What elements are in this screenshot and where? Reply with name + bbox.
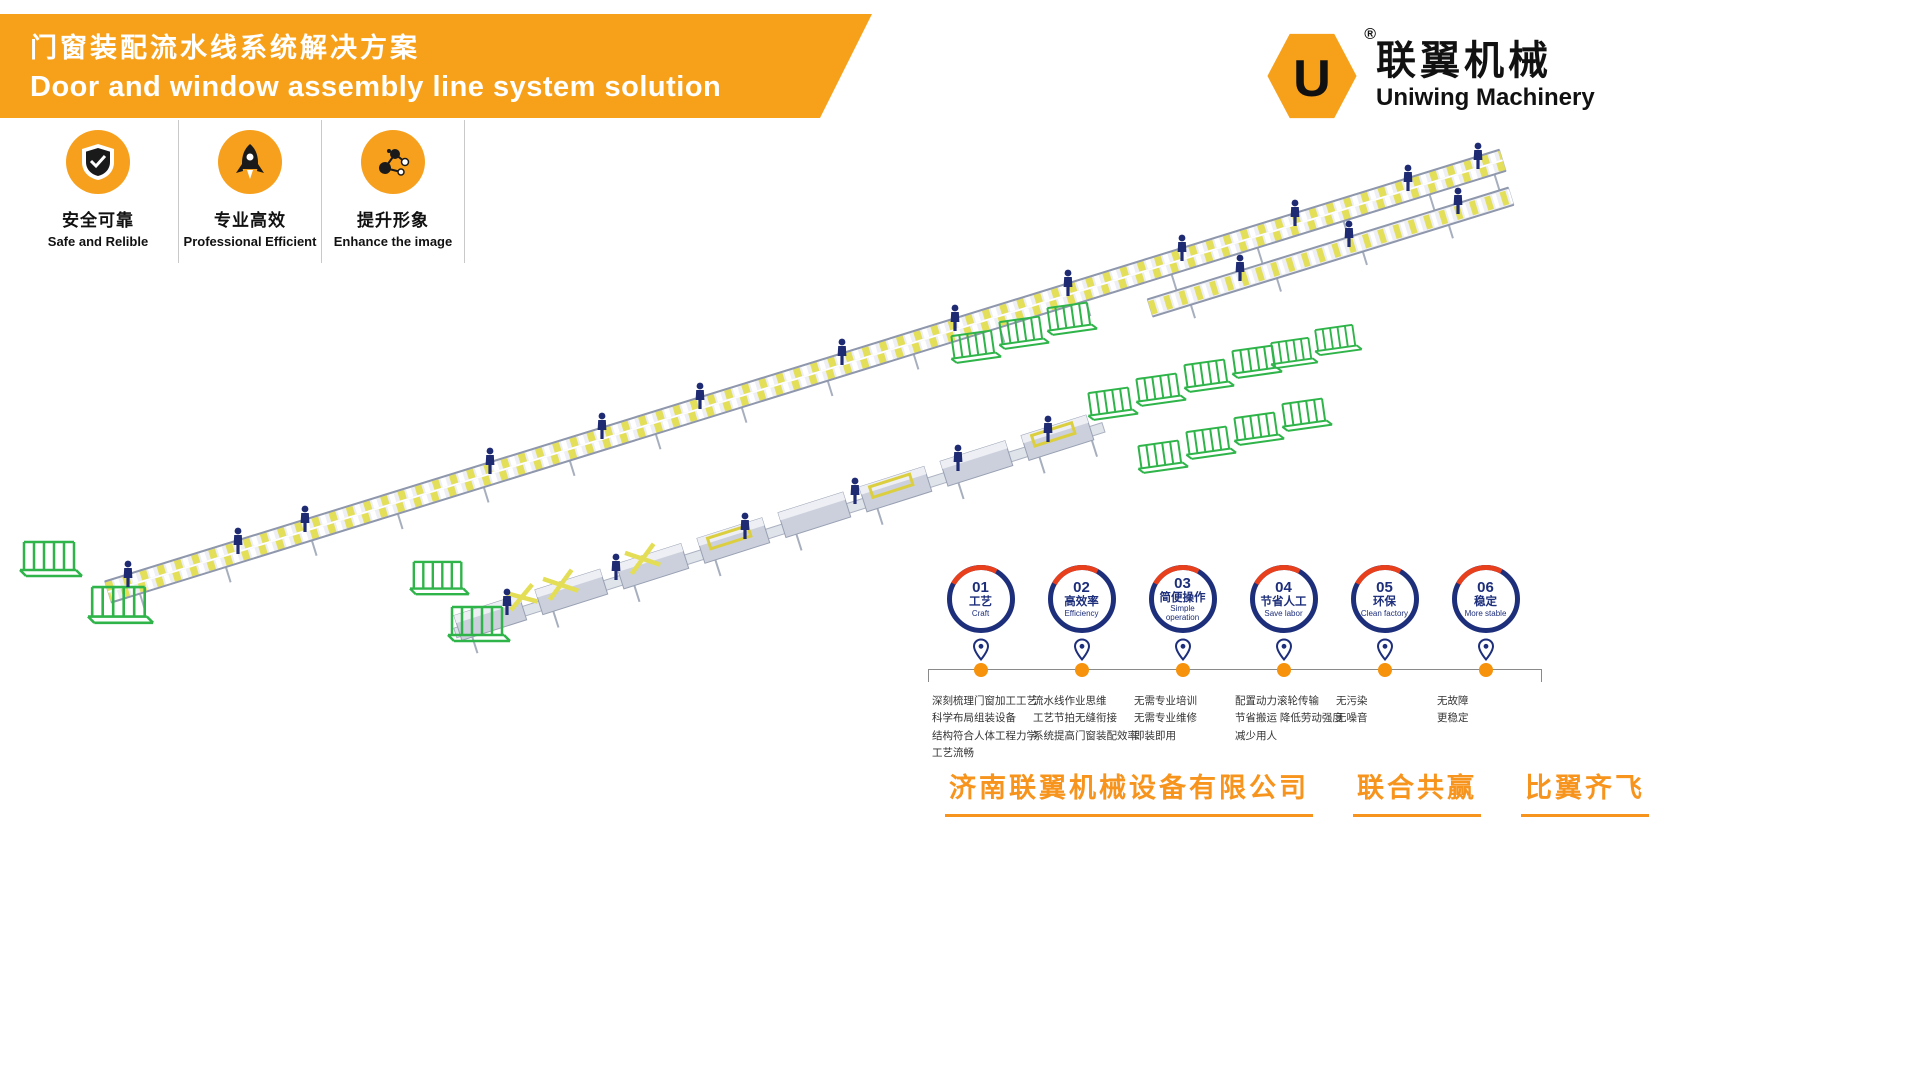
timeline-title-zh: 工艺: [969, 596, 992, 609]
timeline-details-03: 无需专业培训 无需专业维修 即装即用: [1132, 693, 1233, 762]
timeline-details-05: 无污染 无噪音: [1334, 693, 1435, 762]
timeline-dot: [1377, 663, 1392, 677]
detail-line: 无故障: [1437, 695, 1469, 707]
pin-icon: [1275, 638, 1292, 661]
timeline-title-en: Clean factory: [1360, 608, 1409, 618]
pin-icon: [1073, 638, 1090, 661]
feature-image: 提升形象 Enhance the image: [322, 120, 465, 263]
timeline-dot: [1074, 663, 1089, 677]
timeline-title-en: Save labor: [1264, 608, 1303, 618]
detail-line: 无污染: [1336, 695, 1368, 707]
feature-image-en: Enhance the image: [333, 234, 453, 249]
registered-mark: ®: [1364, 26, 1376, 43]
company-name: 济南联翼机械设备有限公司: [945, 766, 1313, 817]
timeline-title-en: Craft: [971, 608, 990, 618]
brand-name-en: Uniwing Machinery: [1376, 84, 1595, 111]
detail-line: 科学布局组装设备: [932, 712, 1016, 725]
timeline-number: 05: [1376, 578, 1393, 596]
feature-safe-zh: 安全可靠: [62, 211, 134, 230]
feature-professional: 专业高效 Professional Efficient: [179, 120, 322, 263]
detail-line: 结构符合人体工程力学: [932, 729, 1037, 742]
timeline-dot: [1175, 663, 1190, 677]
timeline-number: 06: [1477, 578, 1494, 596]
feature-safe-en: Safe and Relible: [47, 234, 149, 249]
timeline-item-04: 04 节省人工 Save labor: [1233, 565, 1334, 677]
brand-logo: U ® 联翼机械 Uniwing Machinery: [1262, 26, 1595, 122]
header-banner: 门窗装配流水线系统解决方案 Door and window assembly l…: [0, 14, 872, 118]
logo-u-monogram: U: [1293, 50, 1331, 108]
timeline-item-01: 01 工艺 Craft: [930, 565, 1031, 677]
benefits-timeline: 01 工艺 Craft 02 高效率 Efficiency: [928, 565, 1542, 762]
timeline-circle-05: 05 环保 Clean factory: [1350, 565, 1419, 633]
pin-icon: [1376, 638, 1393, 661]
footer-slogan: 济南联翼机械设备有限公司 联合共赢 比翼齐飞: [945, 766, 1649, 817]
page-title-en: Door and window assembly line system sol…: [30, 71, 722, 103]
timeline-item-02: 02 高效率 Efficiency: [1031, 565, 1132, 677]
page-title-zh: 门窗装配流水线系统解决方案: [30, 33, 420, 63]
timeline-title-zh: 高效率: [1064, 596, 1099, 609]
detail-line: 系统提高门窗装配效率: [1033, 729, 1138, 742]
rocket-icon: [218, 130, 282, 194]
detail-line: 即装即用: [1134, 729, 1176, 742]
timeline-details-01: 深刻梳理门窗加工工艺 科学布局组装设备 结构符合人体工程力学 工艺流畅: [930, 693, 1037, 762]
detail-line: 工艺节拍无缝衔接: [1033, 712, 1117, 725]
timeline-title-zh: 简便操作: [1159, 592, 1206, 605]
feature-professional-en: Professional Efficient: [183, 234, 317, 249]
timeline-dot: [1276, 663, 1291, 677]
conveyor-parallel: [1146, 186, 1515, 319]
timeline-item-03: 03 简便操作 Simple operation: [1132, 565, 1233, 677]
detail-line: 无需专业培训: [1134, 695, 1197, 707]
slogan-1: 联合共赢: [1353, 766, 1481, 817]
feature-professional-zh: 专业高效: [214, 211, 286, 230]
feature-badges: 安全可靠 Safe and Relible 专业高效 Professional …: [18, 120, 465, 263]
detail-line: 深刻梳理门窗加工工艺: [932, 695, 1037, 707]
timeline-axis: [928, 669, 1542, 682]
detail-line: 无需专业维修: [1134, 712, 1197, 725]
timeline-title-en: Efficiency: [1064, 608, 1099, 618]
timeline-title-zh: 节省人工: [1260, 596, 1307, 609]
timeline-details-06: 无故障 更稳定: [1435, 693, 1536, 762]
timeline-number: 03: [1174, 574, 1191, 592]
detail-line: 工艺流畅: [932, 746, 974, 759]
timeline-title-zh: 稳定: [1474, 596, 1497, 609]
detail-line: 节省搬运 降低劳动强度: [1235, 712, 1343, 725]
feature-image-zh: 提升形象: [357, 211, 429, 230]
timeline-dot: [1478, 663, 1493, 677]
brand-name-zh: 联翼机械: [1376, 39, 1552, 83]
timeline-number: 02: [1073, 578, 1090, 596]
detail-line: 减少用人: [1235, 729, 1277, 742]
timeline-circle-01: 01 工艺 Craft: [946, 565, 1015, 633]
slogan-2: 比翼齐飞: [1521, 766, 1649, 817]
timeline-number: 04: [1275, 578, 1292, 596]
logo-hexagon-icon: U ®: [1262, 26, 1376, 122]
timeline-title-zh: 环保: [1373, 596, 1396, 609]
timeline-title-en: More stable: [1464, 608, 1507, 618]
detail-line: 更稳定: [1437, 712, 1469, 725]
timeline-item-05: 05 环保 Clean factory: [1334, 565, 1435, 677]
timeline-circle-02: 02 高效率 Efficiency: [1047, 565, 1116, 633]
timeline-circle-03: 03 简便操作 Simple operation: [1148, 565, 1217, 633]
pin-icon: [1477, 638, 1494, 661]
detail-line: 无噪音: [1336, 712, 1368, 725]
pin-icon: [1174, 638, 1191, 661]
shield-icon: [66, 130, 130, 194]
timeline-item-06: 06 稳定 More stable: [1435, 565, 1536, 677]
timeline-circle-04: 04 节省人工 Save labor: [1249, 565, 1318, 633]
detail-line: 流水线作业思维: [1033, 695, 1107, 707]
timeline-title-en: Simple operation: [1165, 604, 1200, 622]
timeline-circle-06: 06 稳定 More stable: [1451, 565, 1520, 633]
timeline-details-04: 配置动力滚轮传输 节省搬运 降低劳动强度 减少用人: [1233, 693, 1343, 762]
pin-icon: [972, 638, 989, 661]
feature-safe: 安全可靠 Safe and Relible: [18, 120, 179, 263]
timeline-dot: [973, 663, 988, 677]
timeline-number: 01: [972, 578, 989, 596]
timeline-details-02: 流水线作业思维 工艺节拍无缝衔接 系统提高门窗装配效率: [1031, 693, 1138, 762]
detail-line: 配置动力滚轮传输: [1235, 695, 1319, 707]
molecule-icon: [361, 130, 425, 194]
